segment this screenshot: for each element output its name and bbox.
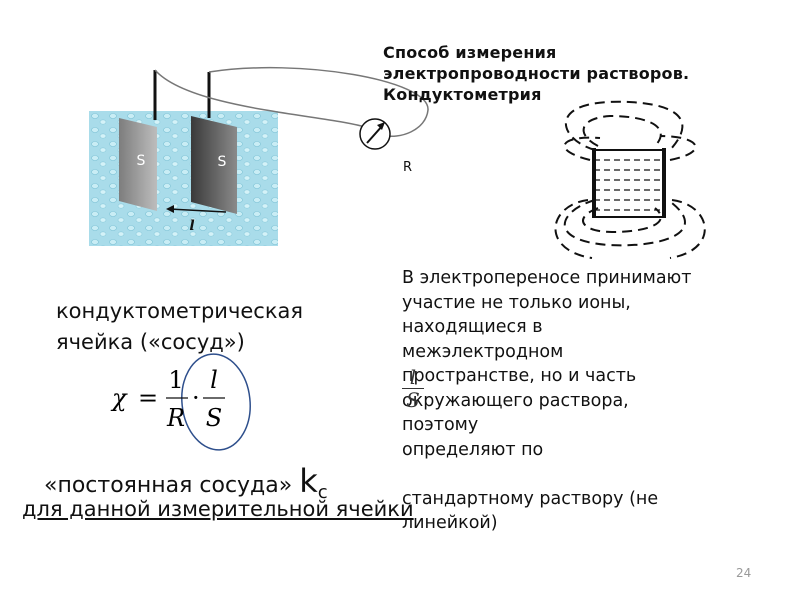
explanation-line (402, 462, 782, 487)
formula-dot: · (192, 384, 200, 412)
vessel-constant-text: «постоянная сосуда» (44, 473, 293, 498)
slide-title: Способ измерения электропроводности раст… (383, 42, 783, 105)
electrode-left-label: S (137, 153, 146, 169)
explanation-line: определяют по (402, 439, 544, 460)
formula-frac2-num: l (210, 366, 218, 394)
formula-equals: = (138, 384, 158, 412)
galvanometer-icon (359, 118, 391, 150)
electrode-right (191, 116, 237, 214)
page-number: 24 (736, 566, 752, 580)
formula-frac1-den: R (166, 404, 185, 432)
explanation-line: участие не только ионы, (402, 292, 631, 313)
explanation-line: линейкой) (402, 513, 498, 533)
vessel-constant-line: «постоянная сосуда» kc (44, 462, 328, 503)
highlight-oval (181, 353, 251, 451)
solenoid-field-lines-icon (554, 100, 706, 259)
vessel-constant-symbol: k (299, 462, 318, 500)
for-cell-text: для данной измерительной ячейки (22, 497, 414, 521)
explanation-line: окружающего раствора, (402, 390, 629, 411)
overlay-fraction: l S (402, 366, 424, 411)
cell-label: кондуктометрическая ячейка («сосуд») (56, 296, 303, 358)
resistance-label: R (403, 160, 413, 175)
explanation-line: В электропереносе принимают (402, 268, 692, 288)
explanation-line: поэтому (402, 415, 479, 435)
title-line-3: Кондуктометрия (383, 85, 542, 104)
explanation-line: межэлектродном (402, 341, 564, 362)
overlay-fraction-num: l (409, 365, 417, 389)
formula-chi: χ (110, 384, 128, 412)
overlay-fraction-den: S (402, 388, 424, 411)
cell-label-line-2: ячейка («сосуд») (56, 330, 245, 354)
explanation-line: стандартному раствору (не (402, 488, 659, 509)
conductivity-formula: χ = 1 R · l S (110, 366, 225, 432)
distance-label: l (189, 218, 194, 234)
explanation-line: пространстве, но и часть (402, 366, 637, 386)
title-line-1: Способ измерения (383, 43, 557, 62)
formula-frac2-den: S (206, 404, 222, 432)
explanation-line: находящиеся в (402, 317, 543, 337)
title-line-2: электропроводности растворов. (383, 64, 690, 83)
solution-vessel (89, 111, 278, 246)
wire (154, 69, 369, 129)
explanation-text: В электропереносе принимают участие не т… (402, 266, 782, 536)
solenoid-coil (592, 148, 666, 218)
wire (208, 66, 429, 137)
formula-frac1-num: 1 (168, 366, 183, 394)
electrode-left (119, 118, 157, 211)
electrode-right-label: S (218, 154, 227, 170)
vessel-constant-subscript: c (317, 482, 328, 503)
cell-label-line-1: кондуктометрическая (56, 299, 304, 323)
